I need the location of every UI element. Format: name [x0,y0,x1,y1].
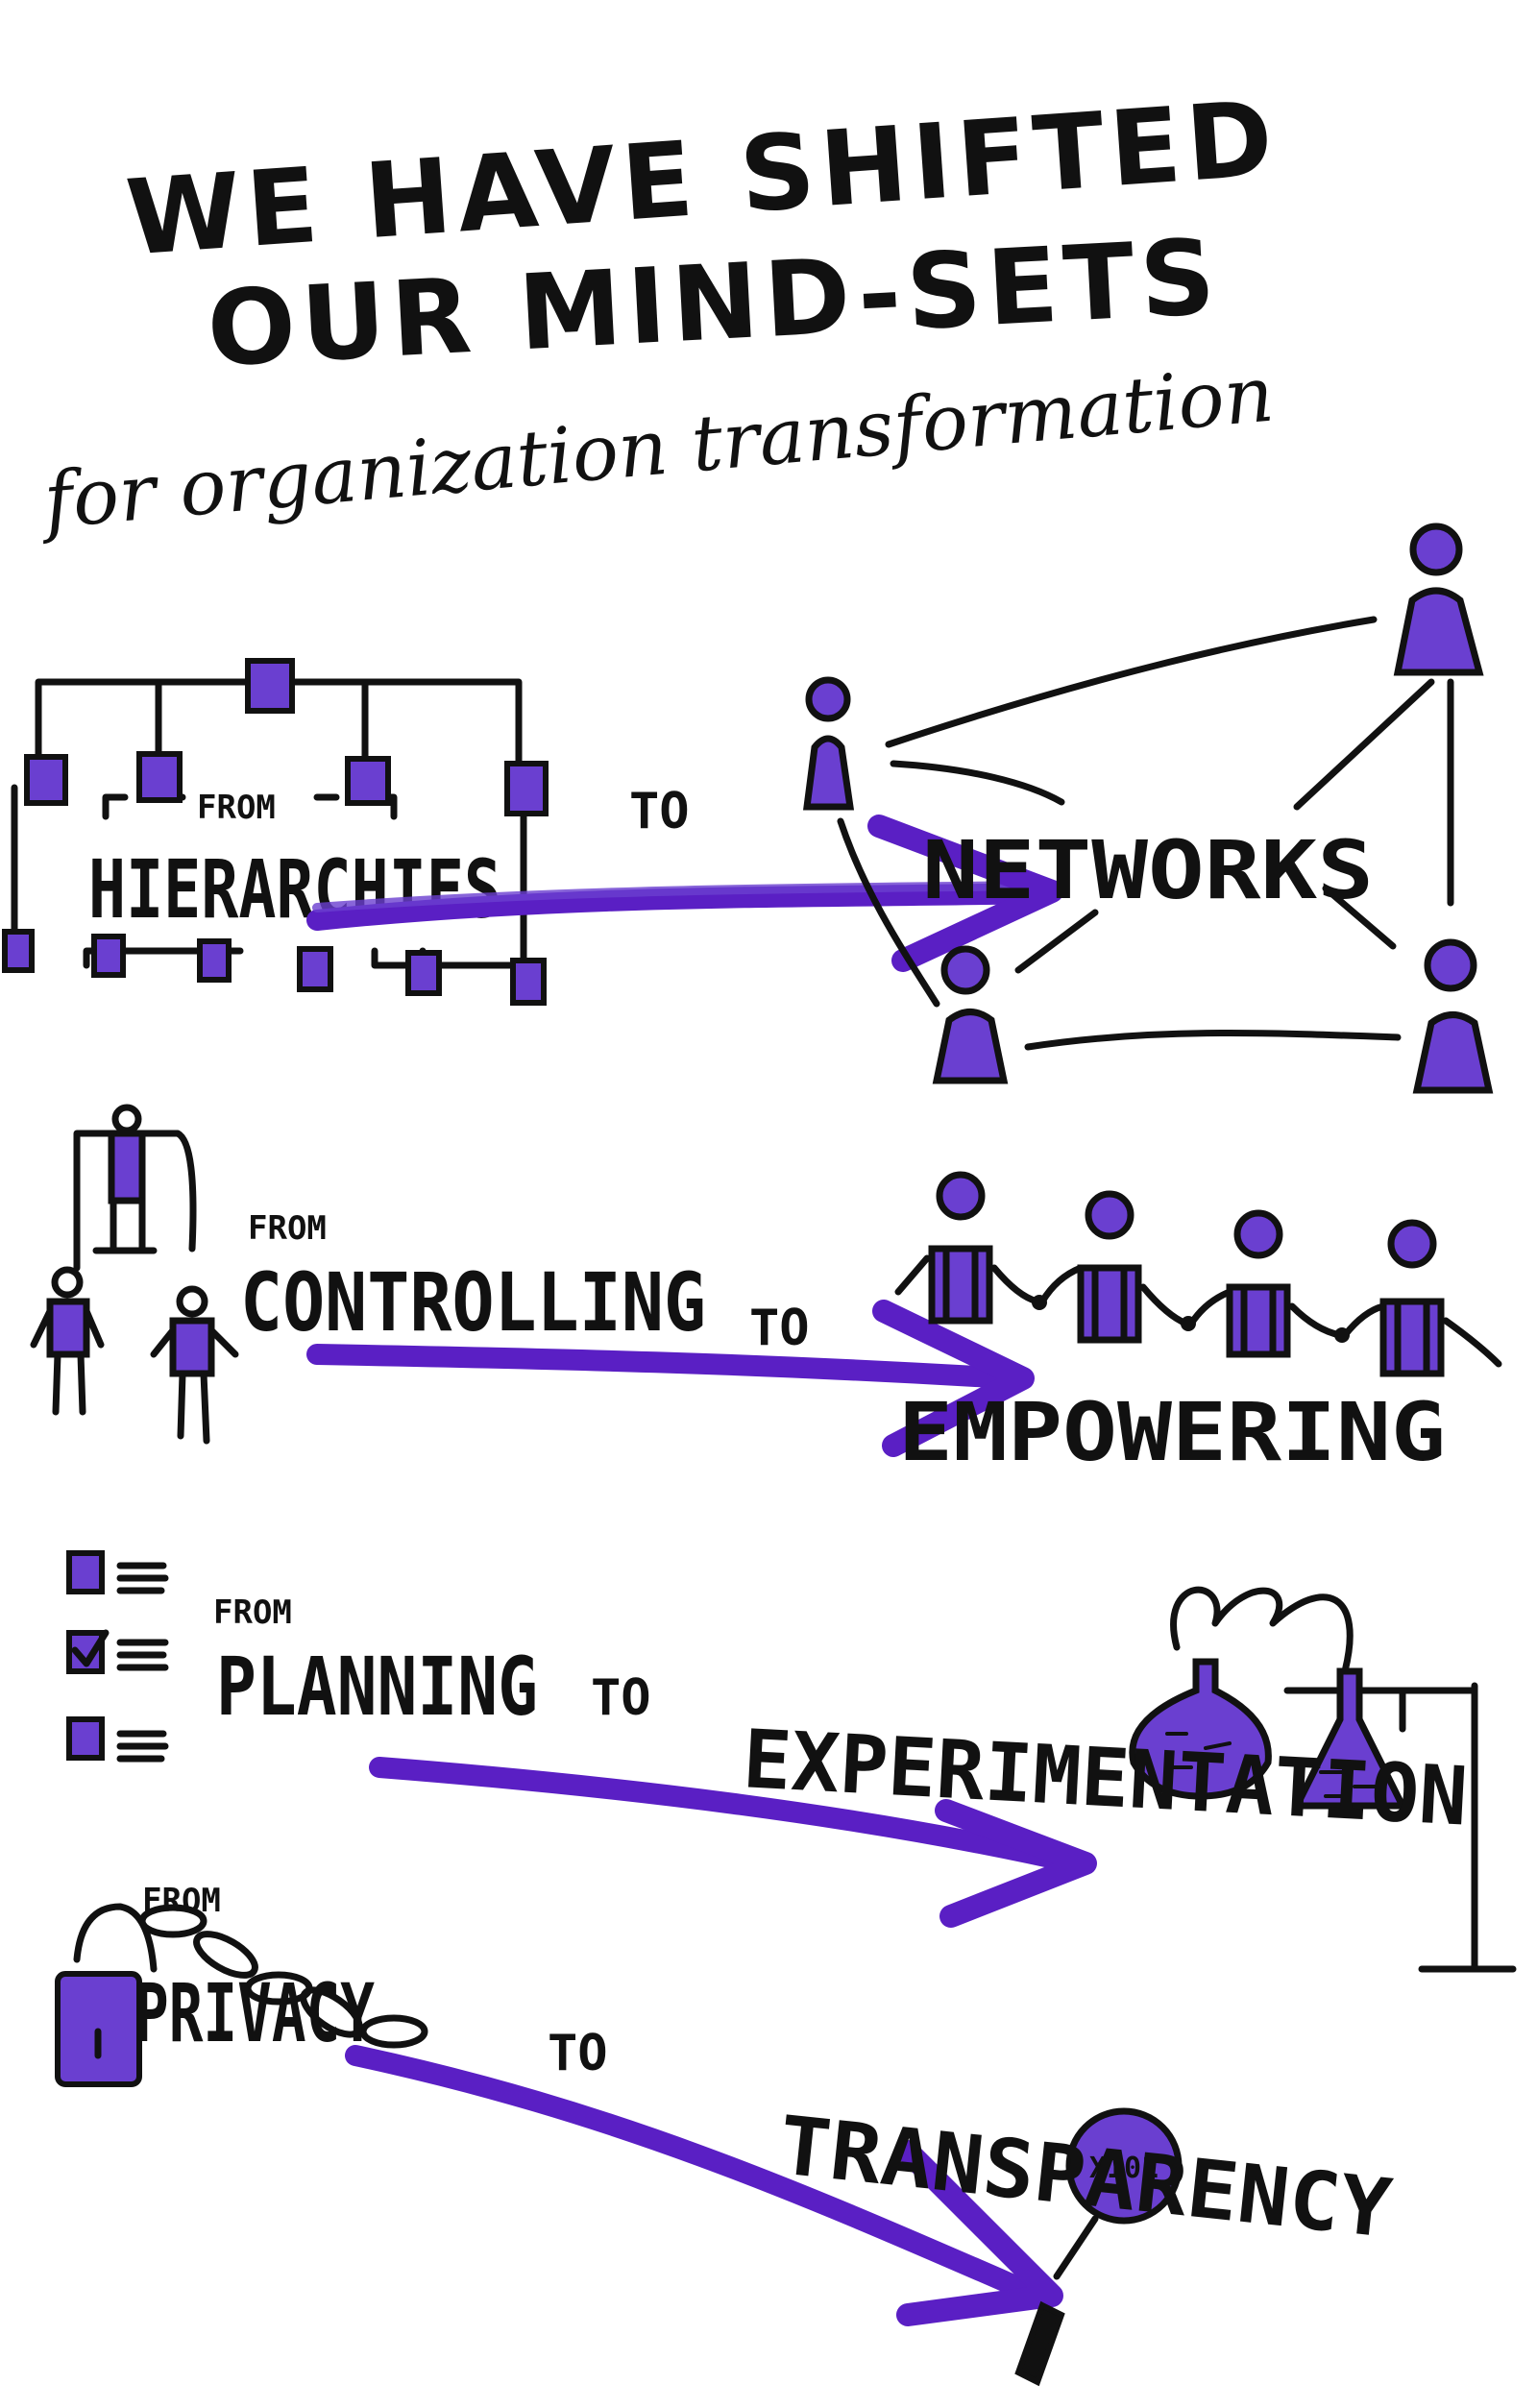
from-word-4: PRIVACY [134,1966,375,2060]
to-label-2: TO [749,1300,810,1357]
to-label-4: TO [548,2025,608,2082]
people-network-icon [803,523,1494,1094]
from-word-3: PLANNING [216,1640,538,1734]
to-word-2: EMPOWERING [898,1385,1446,1479]
shift-arrow-2 [306,1300,1035,1457]
from-word-2: CONTROLLING [240,1255,706,1350]
title-block: WE HAVE SHIFTED OUR MIND-SETS for organi… [36,79,1282,547]
from-word-1: HIERARCHIES [88,842,501,936]
lens-text: X101 [1089,2152,1159,2185]
shift-row-planning: FROM PLANNING TO EXPERIMENTATION [66,1550,1517,1973]
shift-arrow-4 [345,2045,1063,2326]
checklist-icon [66,1550,169,1763]
shift-arrow-3 [369,1757,1097,1928]
lab-flasks-icon [1129,1586,1517,1973]
from-label-3: FROM [213,1593,292,1632]
magnifying-glass-icon: X101 [1014,2107,1183,2387]
to-word-1: NETWORKS [922,823,1374,917]
org-chart-icon [2,658,549,1006]
shift-row-controlling: FROM CONTROLLING TO EMPOWERING [30,1104,1502,1479]
from-label-2: FROM [248,1209,327,1248]
shift-row-hierarchies: FROM HIERARCHIES TO NETWORKS [2,523,1494,1094]
from-label-4: FROM [142,1882,221,1920]
puppet-icon [30,1104,239,1445]
to-label-3: TO [591,1669,651,1727]
shift-row-privacy: FROM PRIVACY TO X101 TRANSPARENCY [55,1882,1397,2387]
shift-arrow-1 [306,815,1063,972]
padlock-chain-icon [55,1903,428,2087]
to-label-1: TO [629,783,690,840]
holding-hands-people-icon [894,1171,1502,1377]
from-label-1: FROM [197,789,276,827]
